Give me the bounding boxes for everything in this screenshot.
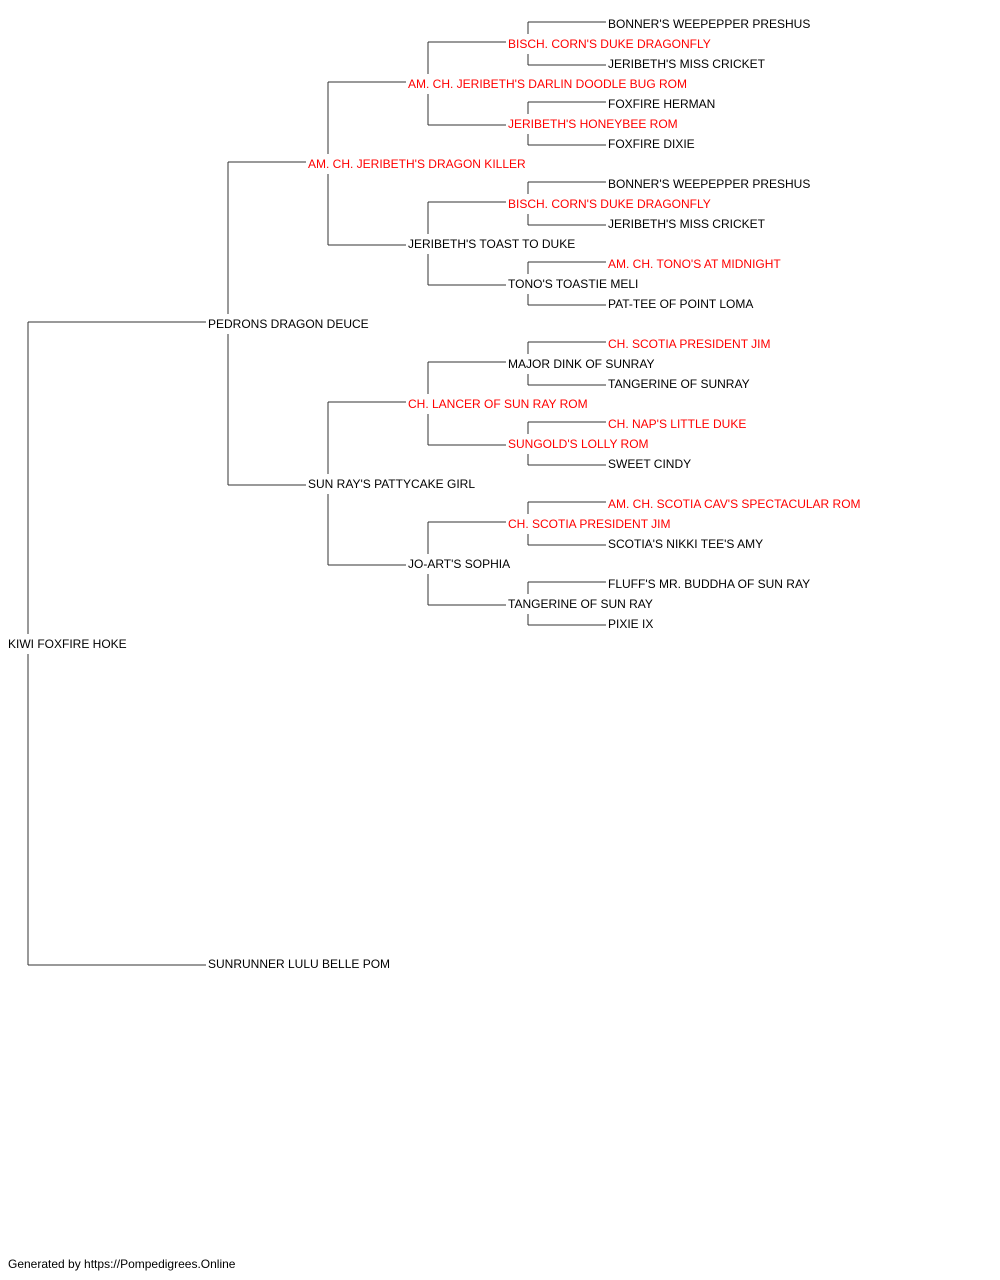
ancestor-gen6-name: BONNER'S WEEPEPPER PRESHUS (608, 177, 811, 191)
ancestor-gen5-name: TANGERINE OF SUN RAY (508, 597, 653, 611)
footer-credit: Generated by https://Pompedigrees.Online (8, 1257, 236, 1271)
ancestor-gen4-name: JERIBETH'S TOAST TO DUKE (408, 237, 576, 251)
ancestor-gen6-name: PAT-TEE OF POINT LOMA (608, 297, 754, 311)
ancestor-gen6-name: BONNER'S WEEPEPPER PRESHUS (608, 17, 811, 31)
ancestor-gen4-name: CH. LANCER OF SUN RAY ROM (408, 397, 588, 411)
ancestor-gen5-name: JERIBETH'S HONEYBEE ROM (508, 117, 678, 131)
subject-dog-name: KIWI FOXFIRE HOKE (8, 637, 127, 651)
ancestor-gen6-name: FOXFIRE HERMAN (608, 97, 716, 111)
ancestor-gen6-name: FLUFF'S MR. BUDDHA OF SUN RAY (608, 577, 811, 591)
ancestor-gen5-name: BISCH. CORN'S DUKE DRAGONFLY (508, 197, 711, 211)
ancestor-gen5-name: MAJOR DINK OF SUNRAY (508, 357, 655, 371)
ancestor-gen6-name: CH. NAP'S LITTLE DUKE (608, 417, 747, 431)
ancestor-gen6-name: SCOTIA'S NIKKI TEE'S AMY (608, 537, 764, 551)
ancestor-gen6-name: TANGERINE OF SUNRAY (608, 377, 750, 391)
ancestor-gen6-name: CH. SCOTIA PRESIDENT JIM (608, 337, 771, 351)
ancestor-gen5-name: CH. SCOTIA PRESIDENT JIM (508, 517, 671, 531)
ancestor-gen6-name: FOXFIRE DIXIE (608, 137, 695, 151)
paternal-grandsire-name: AM. CH. JERIBETH'S DRAGON KILLER (308, 157, 526, 171)
ancestor-gen6-name: SWEET CINDY (608, 457, 692, 471)
dam-name: SUNRUNNER LULU BELLE POM (208, 957, 391, 971)
ancestor-gen4-name: JO-ART'S SOPHIA (408, 557, 511, 571)
ancestor-gen6-name: JERIBETH'S MISS CRICKET (608, 217, 765, 231)
sire-name: PEDRONS DRAGON DEUCE (208, 317, 369, 331)
ancestor-gen5-name: TONO'S TOASTIE MELI (508, 277, 639, 291)
ancestor-gen6-name: PIXIE IX (608, 617, 654, 631)
ancestor-gen6-name: AM. CH. SCOTIA CAV'S SPECTACULAR ROM (608, 497, 861, 511)
ancestor-gen6-name: AM. CH. TONO'S AT MIDNIGHT (608, 257, 781, 271)
ancestor-gen4-name: AM. CH. JERIBETH'S DARLIN DOODLE BUG ROM (408, 77, 687, 91)
ancestor-gen5-name: SUNGOLD'S LOLLY ROM (508, 437, 649, 451)
ancestor-gen6-name: JERIBETH'S MISS CRICKET (608, 57, 765, 71)
paternal-granddam-name: SUN RAY'S PATTYCAKE GIRL (308, 477, 475, 491)
ancestor-gen5-name: BISCH. CORN'S DUKE DRAGONFLY (508, 37, 711, 51)
